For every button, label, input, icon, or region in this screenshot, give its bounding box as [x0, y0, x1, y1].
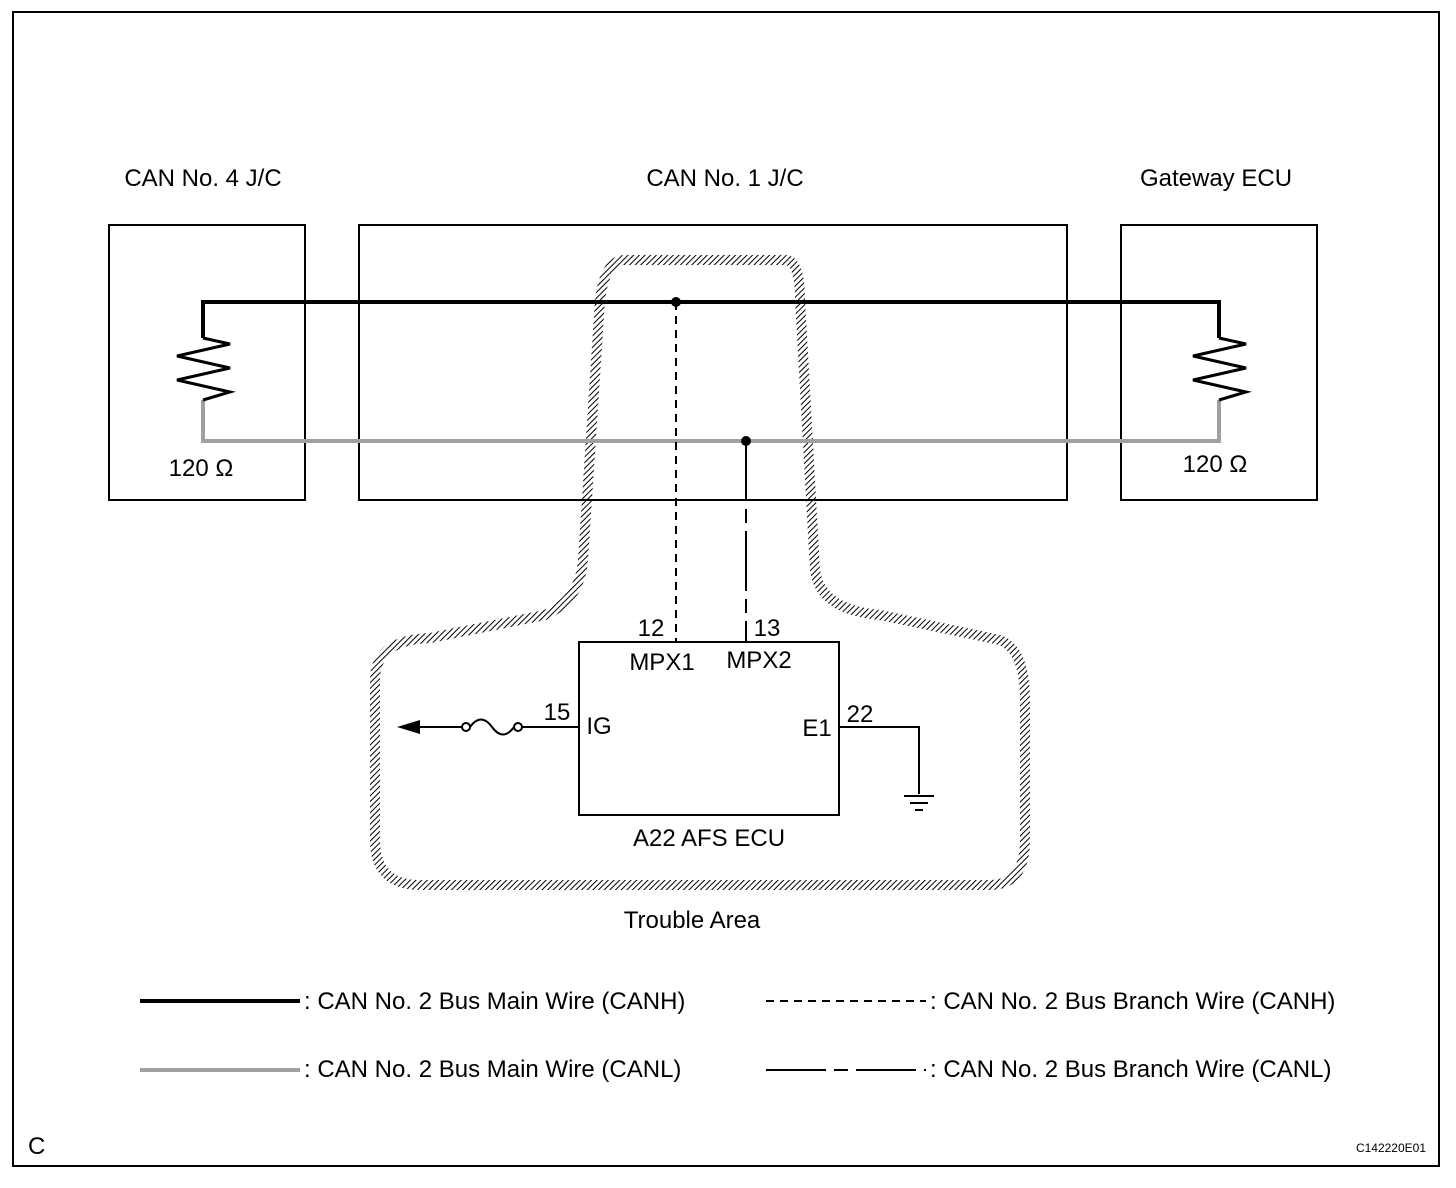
fuse-icon	[461, 718, 523, 736]
pin-e1-name: E1	[802, 715, 831, 742]
pin-ig-name: IG	[586, 713, 611, 740]
pin-ig-number: 15	[544, 699, 571, 726]
resistor-icon	[1192, 336, 1252, 402]
legend-branch-canl-label: : CAN No. 2 Bus Branch Wire (CANL)	[930, 1056, 1331, 1083]
gateway-ecu-box	[1120, 224, 1318, 501]
can1-jc-box	[358, 224, 1068, 501]
gateway-ecu-label: Gateway ECU	[1140, 165, 1292, 192]
canh-main-wire	[201, 300, 1221, 338]
legend-main-canh-label: : CAN No. 2 Bus Main Wire (CANH)	[304, 988, 685, 1015]
legend-branch-canh-label: : CAN No. 2 Bus Branch Wire (CANH)	[930, 988, 1335, 1015]
trouble-area-outline	[370, 255, 1030, 890]
trouble-area-label: Trouble Area	[624, 907, 761, 934]
legend-main-canl-label: : CAN No. 2 Bus Main Wire (CANL)	[304, 1056, 681, 1083]
can4-jc-box	[108, 224, 306, 501]
pin-mpx1-name: MPX1	[629, 649, 694, 676]
gateway-resistor-value: 120 Ω	[1183, 451, 1248, 478]
can4-resistor-value: 120 Ω	[169, 455, 234, 482]
can4-jc-label: CAN No. 4 J/C	[124, 165, 281, 192]
pin-mpx2-name: MPX2	[726, 647, 791, 674]
can1-jc-label: CAN No. 1 J/C	[646, 165, 803, 192]
afs-ecu-label: A22 AFS ECU	[633, 825, 785, 852]
figure-id: C142220E01	[1356, 1141, 1426, 1155]
corner-letter: C	[28, 1133, 45, 1160]
figure-frame	[12, 11, 1440, 1167]
e1-ground-wire	[839, 726, 920, 794]
afs-ecu-box	[578, 641, 840, 816]
arrow-icon	[397, 720, 420, 734]
resistor-icon	[176, 336, 236, 402]
pin-e1-number: 22	[847, 701, 874, 728]
canl-main-wire	[201, 400, 1221, 443]
pin-mpx1-number: 12	[638, 615, 665, 642]
pin-mpx2-number: 13	[754, 615, 781, 642]
ground-icon	[904, 795, 934, 811]
